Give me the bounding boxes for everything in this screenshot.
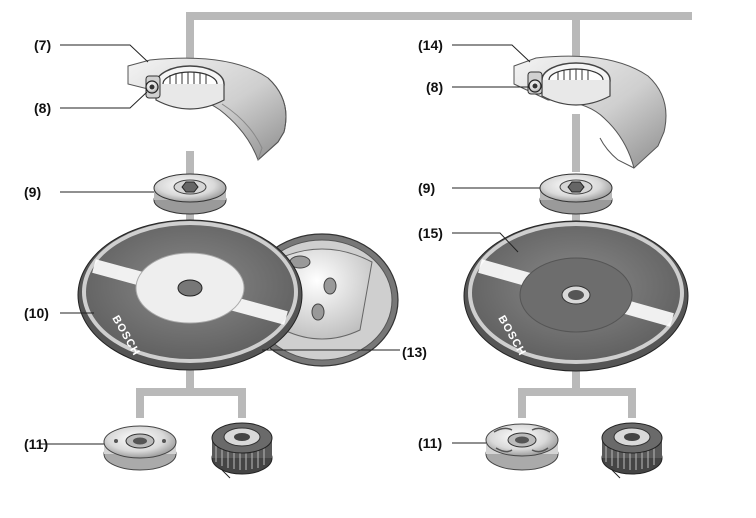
label-right-nut: (11)	[418, 435, 442, 451]
label-right-disc: (15)	[418, 225, 443, 241]
label-right-clamp: (8)	[426, 79, 443, 95]
leader-lines	[40, 44, 621, 479]
label-left-guard: (7)	[34, 37, 51, 53]
label-left-nut: (11)	[24, 436, 48, 452]
label-left-flange: (9)	[24, 184, 41, 200]
label-right-guard: (14)	[418, 37, 443, 53]
right-quick-clamping-nut	[601, 422, 663, 475]
right-clamping-nut	[485, 423, 559, 471]
right-cutting-disc: BOSCH	[463, 220, 689, 372]
left-clamping-nut	[103, 425, 177, 471]
right-protection-guard	[513, 55, 667, 169]
label-left-disc: (10)	[24, 305, 49, 321]
label-left-clamp: (8)	[34, 100, 51, 116]
right-mounting-flange	[539, 173, 613, 215]
left-mounting-flange	[153, 173, 227, 215]
label-cup-wheel: (13)	[402, 344, 427, 360]
label-right-flange: (9)	[418, 180, 435, 196]
left-cutting-disc: BOSCH	[77, 219, 303, 371]
left-protection-guard	[127, 57, 287, 161]
left-quick-clamping-nut	[211, 422, 273, 475]
